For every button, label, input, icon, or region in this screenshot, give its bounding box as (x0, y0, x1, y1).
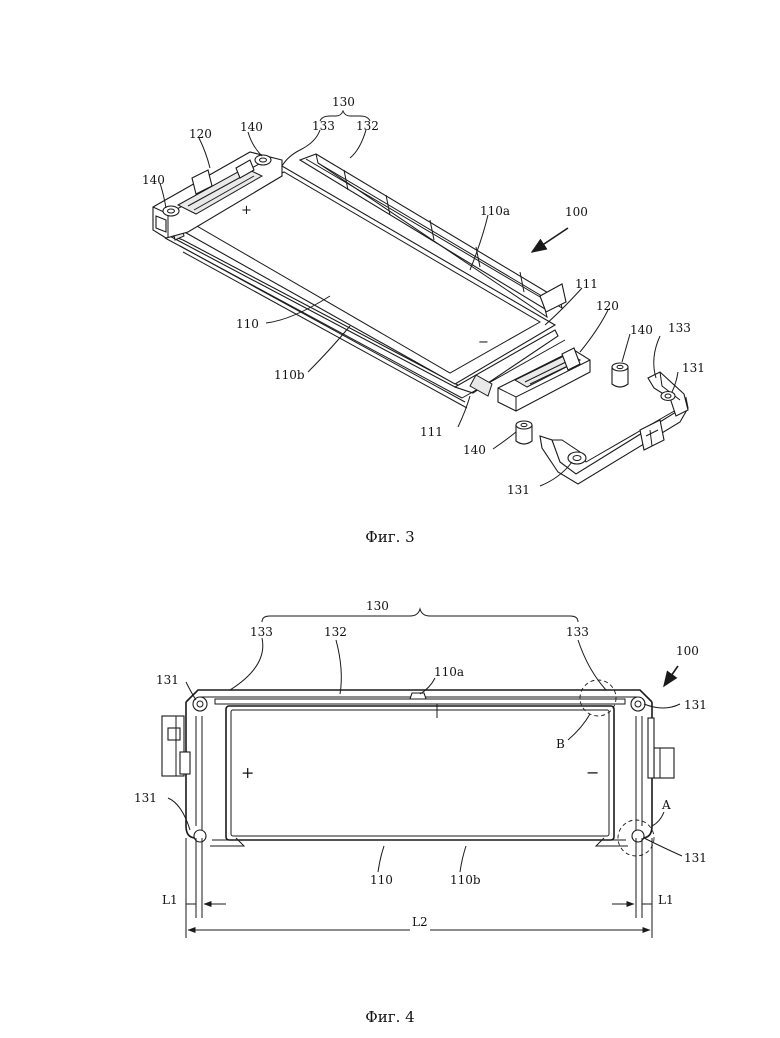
frame-133-lower (540, 398, 688, 484)
fig4-frame-133 (186, 690, 652, 838)
fig4-label-100: 100 (676, 644, 699, 658)
fig3-label-111-top: 111 (575, 277, 598, 291)
fig3-caption: Фиг. 3 (365, 528, 414, 546)
fig3-label-140-right: 140 (630, 323, 653, 337)
fig4-label-131-bottom-left: 131 (134, 791, 157, 805)
fig3-label-140-left: 140 (142, 173, 165, 187)
fig3-label-133: 133 (312, 119, 335, 133)
fig4-label-110a: 110a (434, 665, 464, 679)
fig4-holder-right (648, 718, 674, 778)
fig4-reference-labels: 130 133 132 133 110a 100 131 131 B A 131… (134, 599, 707, 929)
fig4-plus-terminal-mark: + (241, 763, 254, 782)
fig4-label-L1-right: L1 (658, 893, 674, 907)
fig4-label-B: B (556, 737, 565, 751)
fig4-brace-130 (262, 609, 578, 622)
spacer-140-lower (516, 421, 532, 444)
fig4-label-131-top-left: 131 (156, 673, 179, 687)
fig3-label-110a: 110a (480, 204, 510, 218)
fig3-label-120-left: 120 (189, 127, 212, 141)
fig3-label-140-top: 140 (240, 120, 263, 134)
fig3-label-133-right: 133 (668, 321, 691, 335)
fig4-label-A: A (661, 798, 671, 812)
fig4-detail-circle-B (580, 680, 616, 716)
fig3-label-111-bottom: 111 (420, 425, 443, 439)
figure-4-section-view: 130 133 132 133 110a 100 131 131 B A 131… (134, 599, 707, 1026)
fig4-battery-cell-110 (210, 704, 628, 846)
fig4-label-130: 130 (366, 599, 389, 613)
fig4-corner-131-nodes (193, 697, 645, 842)
fig4-label-131-bottom-right: 131 (684, 851, 707, 865)
fig3-label-110b: 110b (274, 368, 305, 382)
fig4-label-132: 132 (324, 625, 347, 639)
fig3-label-120-right: 120 (596, 299, 619, 313)
fig3-label-100: 100 (565, 205, 588, 219)
fig3-label-130: 130 (332, 95, 355, 109)
spacer-140-right (612, 363, 628, 387)
fig4-side-plate-132 (215, 699, 625, 704)
fig4-minus-terminal-mark: − (586, 763, 599, 782)
fig4-label-L2: L2 (412, 915, 428, 929)
fig4-center-tab-110a (410, 693, 426, 699)
fig3-minus-terminal-mark: − (478, 335, 489, 350)
fig3-label-131-right: 131 (682, 361, 705, 375)
fig4-leader-lines (168, 638, 682, 872)
fig3-label-140-bottom: 140 (463, 443, 486, 457)
fig4-label-131-top-right: 131 (684, 698, 707, 712)
fig3-label-132: 132 (356, 119, 379, 133)
figure-3-exploded-view: 130 133 132 140 120 140 110a 100 111 110… (142, 95, 705, 546)
fig4-label-L1-left: L1 (162, 893, 178, 907)
fig4-label-133-right: 133 (566, 625, 589, 639)
fig3-plus-terminal-mark: + (241, 203, 252, 218)
fig4-label-133-left: 133 (250, 625, 273, 639)
fig4-label-110b: 110b (450, 873, 481, 887)
fig4-caption: Фиг. 4 (365, 1008, 414, 1026)
fig3-label-110: 110 (236, 317, 259, 331)
fig3-label-131-bottom: 131 (507, 483, 530, 497)
frame-133-right (648, 372, 688, 416)
fig4-label-110: 110 (370, 873, 393, 887)
